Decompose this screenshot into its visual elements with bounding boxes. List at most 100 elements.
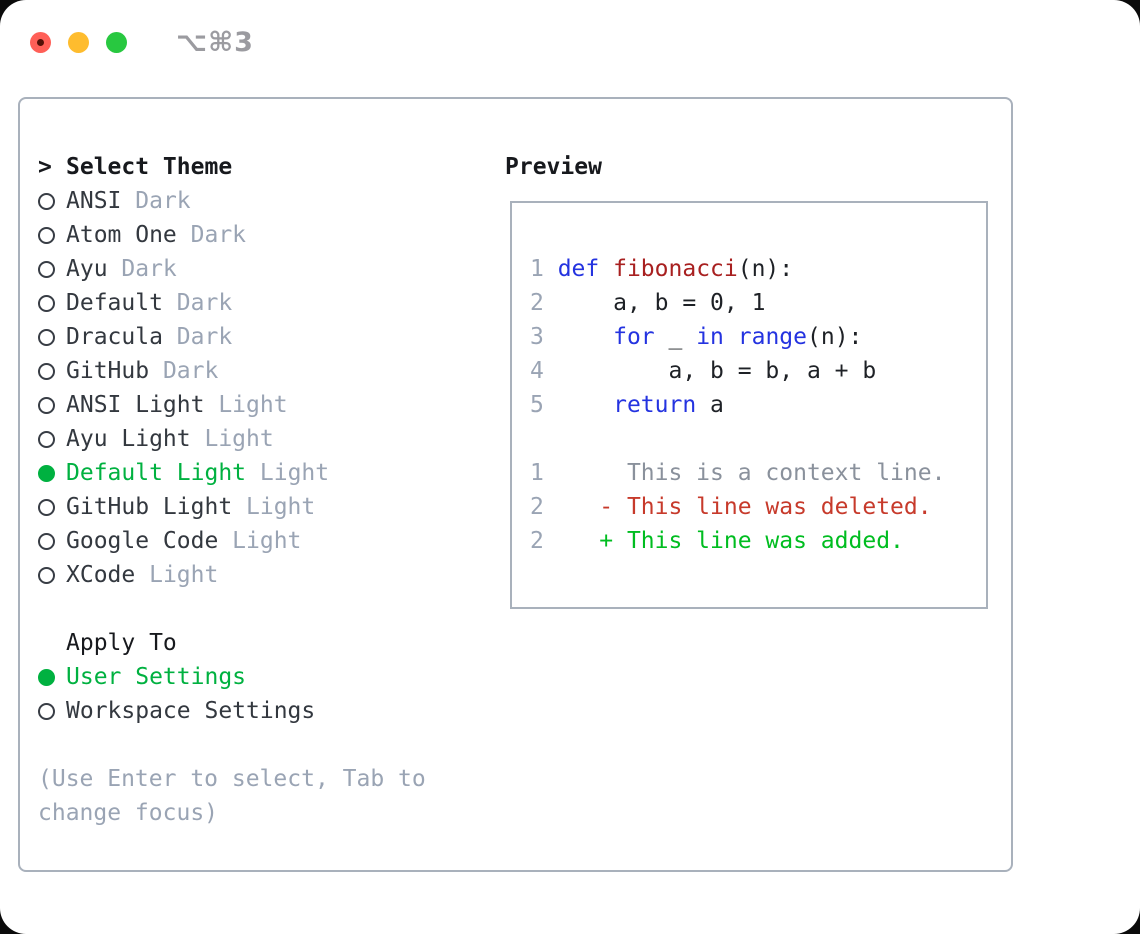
- theme-option-ansi-light[interactable]: ANSI Light Light: [38, 388, 426, 422]
- apply-to-header: Apply To: [38, 626, 426, 660]
- theme-option-ansi[interactable]: ANSI Dark: [38, 184, 426, 218]
- theme-option-default-light[interactable]: Default Light Light: [38, 456, 426, 490]
- theme-variant-label: Dark: [162, 358, 219, 384]
- marker-cell: [38, 498, 66, 516]
- keyboard-hint: (Use Enter to select, Tab to change focus…: [38, 762, 426, 830]
- theme-name: ANSI Light: [66, 392, 219, 418]
- code-segment: This is a context line.: [557, 460, 946, 486]
- line-number: 2: [530, 494, 558, 520]
- theme-name: Ayu Light: [66, 426, 205, 452]
- radio-icon: [38, 226, 55, 244]
- radio-icon: [38, 702, 55, 720]
- radio-selected-icon: [38, 464, 55, 482]
- window-titlebar: ⌥⌘3: [30, 27, 254, 58]
- theme-name: ANSI: [66, 188, 136, 214]
- minimize-button[interactable]: [68, 32, 89, 53]
- code-segment: a: [696, 392, 724, 418]
- hint-line: (Use Enter to select, Tab to: [38, 766, 426, 792]
- marker-cell: [38, 260, 66, 278]
- theme-variant-label: Light: [232, 528, 302, 554]
- theme-option-github-light[interactable]: GitHub Light Light: [38, 490, 426, 524]
- theme-option-dracula[interactable]: Dracula Dark: [38, 320, 426, 354]
- code-line: 1 This is a context line.: [530, 456, 986, 490]
- code-segment: [599, 256, 613, 282]
- code-segment: [558, 324, 613, 350]
- theme-name: Ayu: [66, 256, 122, 282]
- theme-name: Google Code: [66, 528, 233, 554]
- apply-option-user-settings[interactable]: User Settings: [38, 660, 426, 694]
- radio-icon: [38, 430, 55, 448]
- select-theme-title: Select Theme: [66, 154, 233, 180]
- theme-option-google-code[interactable]: Google Code Light: [38, 524, 426, 558]
- spacer: [38, 592, 426, 626]
- theme-variant-label: Dark: [176, 290, 233, 316]
- theme-option-atom-one[interactable]: Atom One Dark: [38, 218, 426, 252]
- theme-variant-label: Light: [149, 562, 219, 588]
- theme-name: Dracula: [66, 324, 177, 350]
- apply-option-label: Workspace Settings: [66, 698, 316, 724]
- close-button[interactable]: [30, 32, 51, 53]
- code-segment: a, b = 0, 1: [557, 290, 766, 316]
- theme-name: Default Light: [66, 460, 260, 486]
- apply-option-workspace-settings[interactable]: Workspace Settings: [38, 694, 426, 728]
- code-segment: [724, 324, 738, 350]
- line-number: 5: [530, 392, 558, 418]
- code-segment: - This line was deleted.: [599, 494, 932, 520]
- theme-variant-label: Dark: [176, 324, 233, 350]
- code-segment: [558, 494, 600, 520]
- code-segment: range: [737, 324, 807, 350]
- zoom-button[interactable]: [106, 32, 127, 53]
- code-segment: [558, 528, 600, 554]
- code-segment: [558, 392, 613, 418]
- radio-icon: [38, 328, 55, 346]
- code-line: 5 return a: [530, 388, 986, 422]
- code-line: 1 def fibonacci(n):: [530, 252, 986, 286]
- theme-name: XCode: [66, 562, 150, 588]
- marker-cell: [38, 430, 66, 448]
- radio-icon: [38, 566, 55, 584]
- unsaved-indicator-dot: [37, 39, 44, 46]
- marker-cell: [38, 226, 66, 244]
- code-segment: (n):: [807, 324, 863, 350]
- code-line: 4 a, b = b, a + b: [530, 354, 986, 388]
- code-segment: in: [696, 324, 724, 350]
- radio-icon: [38, 498, 55, 516]
- code-segment: return: [613, 392, 697, 418]
- theme-name: Default: [66, 290, 177, 316]
- code-line: 2 - This line was deleted.: [530, 490, 986, 524]
- line-number: 1: [530, 256, 558, 282]
- marker-cell: [38, 396, 66, 414]
- theme-option-ayu[interactable]: Ayu Dark: [38, 252, 426, 286]
- code-line: 3 for _ in range(n):: [530, 320, 986, 354]
- hint-line: change focus): [38, 800, 219, 826]
- code-segment: def: [557, 256, 600, 282]
- prompt-marker-cell: >: [38, 154, 66, 180]
- code-line: 2 a, b = 0, 1: [530, 286, 986, 320]
- theme-option-xcode[interactable]: XCode Light: [38, 558, 426, 592]
- code-segment: fibonacci: [613, 256, 738, 282]
- theme-option-ayu-light[interactable]: Ayu Light Light: [38, 422, 426, 456]
- theme-option-default[interactable]: Default Dark: [38, 286, 426, 320]
- theme-variant-label: Dark: [190, 222, 247, 248]
- marker-cell: [38, 328, 66, 346]
- theme-variant-label: Light: [218, 392, 288, 418]
- radio-icon: [38, 294, 55, 312]
- line-number: 3: [530, 324, 558, 350]
- radio-icon: [38, 532, 55, 550]
- theme-variant-label: Dark: [121, 256, 177, 282]
- theme-name: GitHub Light: [66, 494, 247, 520]
- line-number: 2: [530, 290, 558, 316]
- preview-title: Preview: [505, 154, 602, 180]
- line-number: 4: [530, 358, 558, 384]
- marker-cell: [38, 566, 66, 584]
- code-segment: _: [654, 324, 697, 350]
- theme-name: Atom One: [66, 222, 191, 248]
- theme-option-github[interactable]: GitHub Dark: [38, 354, 426, 388]
- radio-icon: [38, 362, 55, 380]
